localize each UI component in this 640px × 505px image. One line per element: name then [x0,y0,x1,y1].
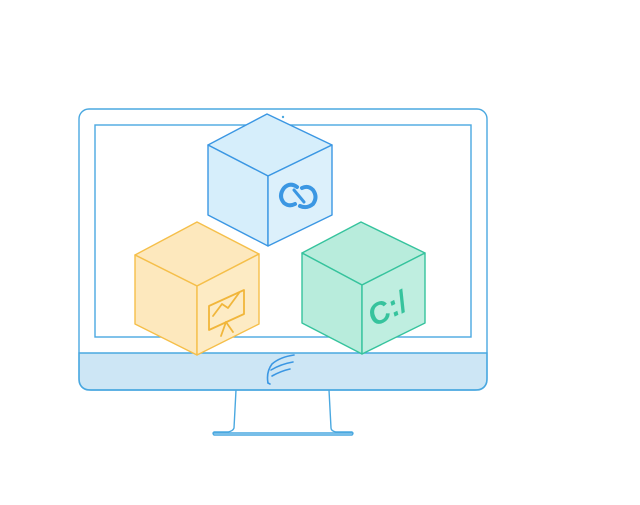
chain-link-icon [279,182,318,210]
link-cube [207,113,333,247]
winged-logo-icon [266,354,295,385]
presentation-chart-icon [208,289,245,337]
command-cube: C:/ [301,221,426,355]
monitor [78,108,488,391]
presentation-cube-right-face [196,253,260,356]
monitor-camera [281,115,285,119]
command-cube-right-face [361,252,426,355]
monitor-stand [212,389,354,436]
monitor-frame [78,108,488,391]
presentation-cube [134,221,260,356]
